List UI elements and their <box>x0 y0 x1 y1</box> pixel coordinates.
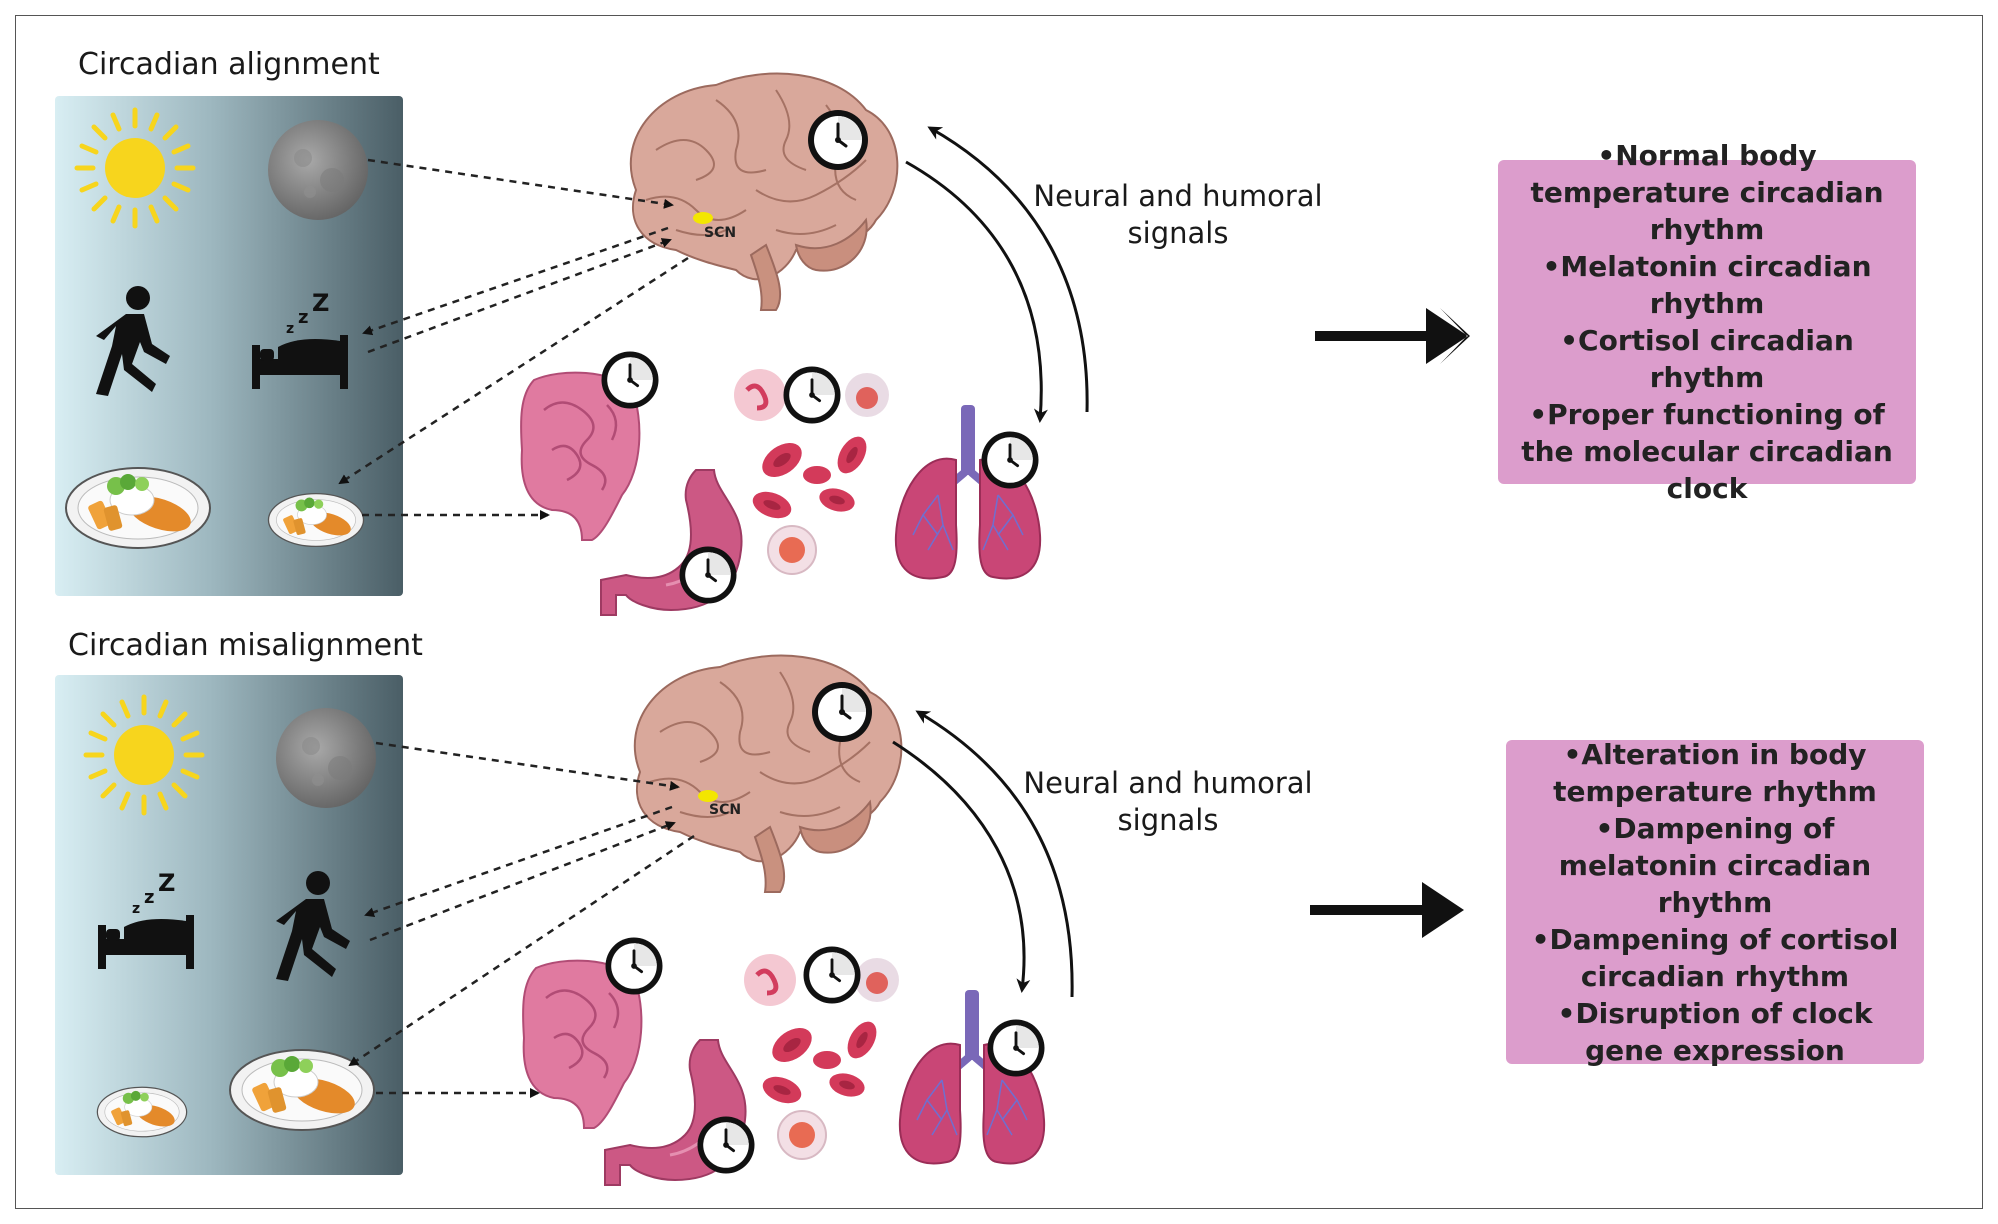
ascending-signal-arrow <box>915 710 1074 998</box>
clock-icon <box>678 545 738 605</box>
large-meal-plate-icon <box>65 467 211 549</box>
signals-label-line: Neural and humoral <box>1023 766 1313 800</box>
signals-label-line: signals <box>1117 803 1219 837</box>
clock-icon <box>696 1115 756 1175</box>
outcome-item: •Proper functioning of the molecular cir… <box>1521 398 1893 505</box>
outcome-item: •Alteration in body temperature rhythm <box>1553 737 1877 808</box>
outcome-box: •Alteration in body temperature rhythm •… <box>1506 738 1924 1067</box>
signals-label-line: Neural and humoral <box>1033 179 1323 213</box>
lungs-icon <box>896 405 1040 578</box>
sun-icon <box>77 110 193 226</box>
descending-signal-arrow <box>905 160 1048 423</box>
clock-icon <box>600 350 660 410</box>
scn-dot <box>693 212 713 224</box>
outcome-box: •Normal body temperature circadian rhyth… <box>1498 139 1916 505</box>
clock-icon <box>802 945 862 1005</box>
outcome-item: •Disruption of clock gene expression <box>1557 996 1873 1067</box>
panel-title: Circadian misalignment <box>68 628 423 663</box>
clock-icon <box>782 365 842 425</box>
scn-dot <box>698 790 718 802</box>
scn-label: SCN <box>704 225 737 241</box>
outcome-item: •Melatonin circadian rhythm <box>1542 250 1872 320</box>
outcome-item: •Dampening of melatonin circadian rhythm <box>1558 811 1872 919</box>
lungs-icon <box>900 990 1044 1163</box>
arrow-icon <box>1422 882 1464 938</box>
clock-icon <box>806 108 870 172</box>
descending-signal-arrow <box>892 740 1031 993</box>
sun-icon <box>86 697 202 813</box>
outcome-item: •Cortisol circadian rhythm <box>1560 324 1854 394</box>
clock-icon <box>986 1018 1046 1078</box>
signals-label: Neural and humoral signals <box>1008 765 1328 839</box>
moon-icon <box>268 120 368 220</box>
arrow-icon <box>1426 308 1470 364</box>
signals-label-line: signals <box>1127 216 1229 250</box>
panel-title: Circadian alignment <box>78 47 380 82</box>
dashed-arrows <box>338 158 689 520</box>
outcome-item: •Normal body temperature circadian rhyth… <box>1530 139 1884 246</box>
moon-icon <box>276 708 376 808</box>
panel-misalignment <box>55 654 1464 1187</box>
signals-label: Neural and humoral signals <box>1018 178 1338 252</box>
clock-icon <box>604 936 664 996</box>
brain-icon <box>629 72 899 311</box>
outcome-item: •Dampening of cortisol circadian rhythm <box>1531 922 1899 993</box>
dashed-arrows <box>348 741 695 1098</box>
figure-frame <box>15 15 1983 1209</box>
panel-alignment <box>55 72 1470 617</box>
clock-icon <box>810 680 874 744</box>
small-meal-plate-icon <box>267 492 365 548</box>
clock-icon <box>980 430 1040 490</box>
scn-label: SCN <box>709 802 742 818</box>
small-meal-plate-icon <box>96 1086 188 1138</box>
ascending-signal-arrow <box>927 126 1089 413</box>
